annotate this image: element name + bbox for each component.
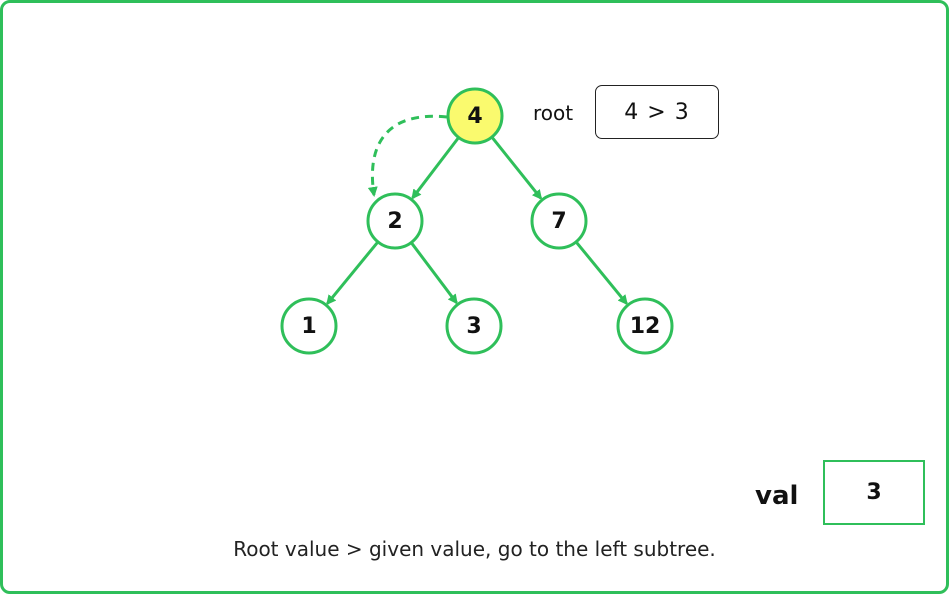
tree-edge-n4-n2 — [411, 136, 460, 200]
tree-node-value: 4 — [467, 104, 482, 129]
tree-node-value: 3 — [466, 314, 481, 339]
root-pointer-label: root — [533, 101, 574, 125]
comparison-box: 4 > 3 — [595, 85, 719, 139]
val-label: val — [755, 481, 799, 511]
tree-node-value: 1 — [301, 314, 316, 339]
val-value-box: 3 — [823, 460, 925, 525]
tree-node-circle — [445, 297, 503, 355]
tree-edge-n4-n7 — [490, 136, 543, 200]
tree-node-7: 7 — [530, 192, 588, 250]
tree-edge-n2-n1 — [326, 240, 380, 306]
tree-node-value: 2 — [387, 209, 402, 234]
binary-search-tree: 4 2 7 1 3 12 — [280, 87, 674, 355]
tree-node-12: 12 — [616, 297, 674, 355]
tree-node-circle — [366, 192, 424, 250]
tree-node-3: 3 — [445, 297, 503, 355]
tree-node-circle — [446, 87, 504, 145]
tree-node-4: 4 — [446, 87, 504, 145]
traversal-arrow — [367, 114, 448, 197]
tree-node-1: 1 — [280, 297, 338, 355]
step-caption: Root value > given value, go to the left… — [233, 537, 716, 561]
tree-edge-n2-n3 — [410, 241, 458, 305]
tree-node-circle — [280, 297, 338, 355]
tree-edge-n7-n12 — [574, 240, 628, 306]
tree-node-value: 12 — [630, 314, 661, 339]
tree-node-2: 2 — [366, 192, 424, 250]
tree-node-value: 7 — [551, 209, 566, 234]
tree-node-circle — [530, 192, 588, 250]
tree-node-circle — [616, 297, 674, 355]
